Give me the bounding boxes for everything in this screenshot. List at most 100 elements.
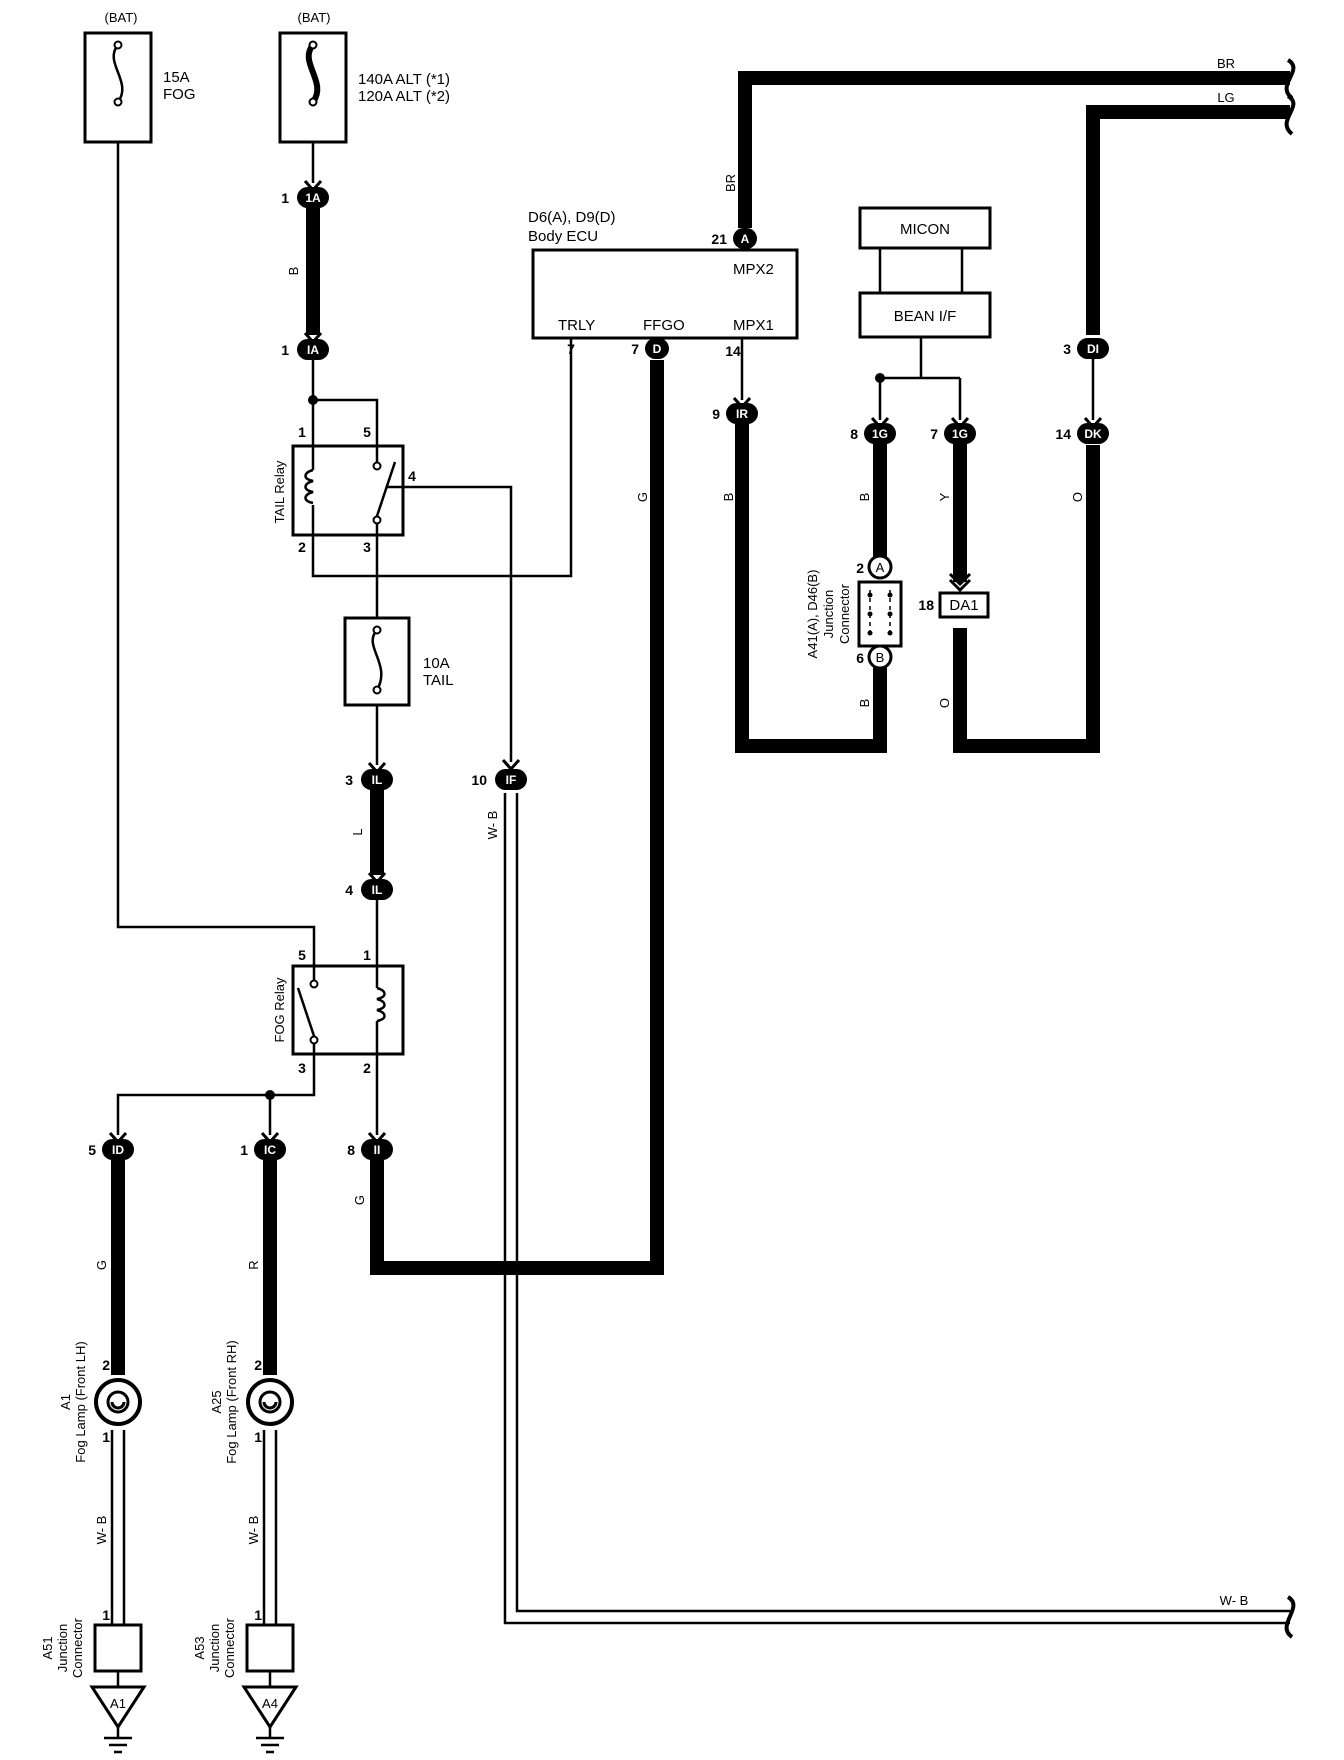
ecu-terminal-trly: TRLY: [558, 317, 595, 334]
connector-da1: DA1 18: [918, 591, 990, 619]
svg-text:O: O: [1070, 492, 1085, 502]
svg-text:1G: 1G: [952, 427, 968, 441]
wire-color-labels: B L W- B G BR B B B Y O O BR LG W- B G R…: [94, 56, 1248, 1608]
tail-fuse: 10A TAIL: [343, 616, 454, 707]
svg-text:B: B: [876, 650, 885, 665]
svg-text:8: 8: [347, 1142, 355, 1158]
svg-text:W- B: W- B: [94, 1516, 109, 1545]
svg-text:1: 1: [254, 1429, 262, 1445]
junction-connector-a51: 1 A51 Junction Connector: [40, 1607, 143, 1687]
svg-text:A1: A1: [110, 1696, 126, 1711]
svg-text:B: B: [857, 699, 872, 708]
svg-text:BR: BR: [1217, 56, 1235, 71]
svg-text:W- B: W- B: [246, 1516, 261, 1545]
connector-ii: II 8: [347, 1139, 393, 1160]
svg-text:G: G: [94, 1260, 109, 1270]
svg-text:A: A: [741, 232, 750, 246]
svg-text:1: 1: [281, 190, 289, 206]
svg-text:14: 14: [1055, 426, 1071, 442]
tail-fuse-name: TAIL: [423, 672, 454, 689]
junction-connector-a53: 1 A53 Junction Connector: [192, 1607, 295, 1687]
svg-text:A: A: [876, 560, 885, 575]
connector-if: IF 10: [471, 769, 527, 790]
ground-a1: A1: [89, 1685, 147, 1754]
tail-fuse-rating: 10A: [423, 655, 450, 672]
connector-dk: DK 14: [1055, 423, 1109, 444]
svg-text:5: 5: [298, 947, 306, 963]
svg-text:DK: DK: [1084, 427, 1102, 441]
svg-text:W- B: W- B: [1220, 1593, 1249, 1608]
connector-ecu-d: D 7: [631, 338, 669, 359]
svg-text:2: 2: [254, 1357, 262, 1373]
jc-a53-code: A53: [192, 1636, 207, 1659]
connector-1g-7: 1G 7: [930, 423, 976, 444]
tail-relay-label: TAIL Relay: [272, 460, 287, 523]
connector-ic: IC 1: [240, 1139, 286, 1160]
jc-line1: Junction: [821, 590, 836, 638]
svg-text:B: B: [857, 493, 872, 502]
svg-text:8: 8: [850, 426, 858, 442]
svg-text:G: G: [352, 1195, 367, 1205]
svg-text:7: 7: [930, 426, 938, 442]
svg-text:1: 1: [298, 424, 306, 440]
jc-a53-line1: Junction: [207, 1624, 222, 1672]
svg-text:1: 1: [363, 947, 371, 963]
svg-text:3: 3: [1063, 341, 1071, 357]
fog-lamp-lh-name: Fog Lamp (Front LH): [73, 1341, 88, 1462]
svg-text:R: R: [246, 1260, 261, 1269]
svg-text:DI: DI: [1087, 342, 1099, 356]
svg-text:LG: LG: [1217, 90, 1234, 105]
svg-text:G: G: [635, 492, 650, 502]
jc-a53-line2: Connector: [222, 1617, 237, 1678]
svg-text:O: O: [937, 698, 952, 708]
alt-fuse-source: (BAT): [298, 10, 331, 25]
svg-text:1: 1: [102, 1429, 110, 1445]
fog-fuse-source: (BAT): [105, 10, 138, 25]
svg-text:9: 9: [712, 406, 720, 422]
svg-text:IR: IR: [736, 407, 748, 421]
svg-text:II: II: [374, 1143, 381, 1157]
ecu-terminal-mpx2: MPX2: [733, 261, 774, 278]
ecu-terminal-mpx1: MPX1: [733, 317, 774, 334]
connector-di: DI 3: [1063, 338, 1109, 359]
jc-a51-line1: Junction: [55, 1624, 70, 1672]
svg-text:1: 1: [254, 1607, 262, 1623]
svg-text:7: 7: [631, 341, 639, 357]
fog-fuse: (BAT) 15A FOG: [83, 10, 196, 144]
alt-fuse-line1: 140A ALT (*1): [358, 71, 450, 88]
svg-text:18: 18: [918, 597, 934, 613]
svg-text:IC: IC: [264, 1143, 276, 1157]
fog-fuse-rating: 15A: [163, 69, 190, 86]
fog-relay: FOG Relay: [272, 963, 405, 1056]
wb-ground-wire: [503, 793, 1290, 1625]
connector-il-upper: IL 3: [345, 769, 393, 790]
fog-lamp-rh: 2 1 A25 Fog Lamp (Front RH): [209, 1340, 294, 1464]
ecu-code: D6(A), D9(D): [528, 209, 616, 226]
svg-text:1G: 1G: [872, 427, 888, 441]
alt-fuse-line2: 120A ALT (*2): [358, 88, 450, 105]
ecu-name: Body ECU: [528, 228, 598, 245]
svg-text:2: 2: [363, 1060, 371, 1076]
svg-text:IA: IA: [307, 343, 319, 357]
micon-label: MICON: [900, 221, 950, 238]
connector-id: ID 5: [88, 1139, 134, 1160]
fog-lamp-rh-name: Fog Lamp (Front RH): [224, 1340, 239, 1464]
svg-text:D: D: [653, 342, 662, 356]
connector-ecu-a: A 21: [711, 228, 757, 249]
ground-a4: A4: [241, 1685, 299, 1754]
svg-text:L: L: [350, 828, 365, 835]
wire-break-marks: [1284, 58, 1296, 1639]
connector-1g-8: 1G 8: [850, 423, 896, 444]
junction-connector-a41-d46: A 2 B 6 A41(A), D46(B) Junction Connecto…: [805, 554, 903, 670]
connector-1a-top: 1A 1: [281, 187, 329, 208]
svg-text:2: 2: [102, 1357, 110, 1373]
svg-text:DA1: DA1: [949, 597, 978, 614]
connector-il-lower: IL 4: [345, 879, 393, 900]
jc-code: A41(A), D46(B): [805, 570, 820, 659]
svg-text:6: 6: [856, 650, 864, 666]
ecu-mpx1-pin: 14: [725, 343, 741, 359]
svg-text:10: 10: [471, 772, 487, 788]
svg-text:2: 2: [856, 560, 864, 576]
svg-text:1: 1: [281, 342, 289, 358]
